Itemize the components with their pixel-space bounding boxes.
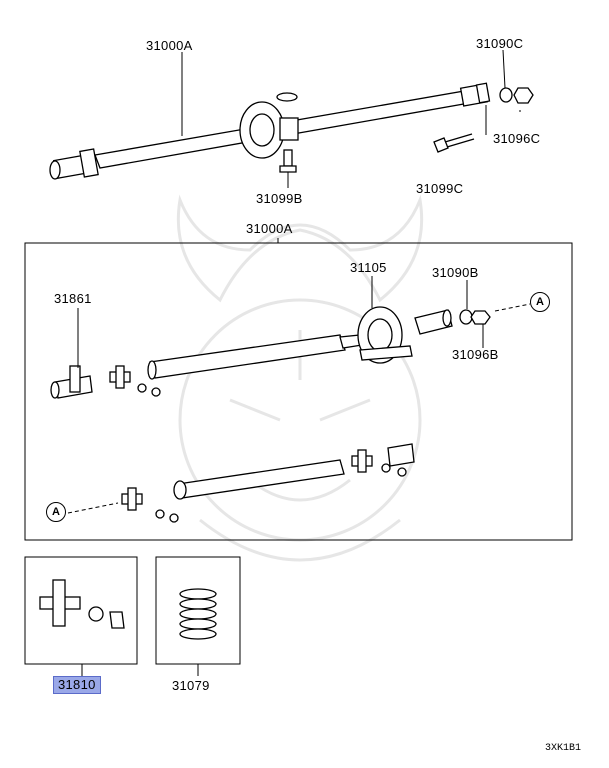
joint-kit-box — [24, 556, 138, 676]
watermark-emblem — [176, 194, 424, 562]
label-31861: 31861 — [54, 291, 92, 306]
label-31090b: 31090B — [432, 265, 479, 280]
spring-box — [155, 556, 241, 676]
label-31105: 31105 — [350, 260, 387, 275]
label-31810-highlighted[interactable]: 31810 — [53, 676, 101, 694]
label-31000a-top: 31000A — [146, 38, 193, 53]
main-box-parts — [50, 306, 491, 523]
callout-a-bottom: A — [46, 502, 66, 522]
label-31099c: 31099C — [416, 181, 464, 196]
label-31079: 31079 — [172, 678, 210, 693]
main-assembly-frame — [24, 238, 573, 541]
label-31099b: 31099B — [256, 191, 303, 206]
label-31000a-box: 31000A — [246, 221, 293, 236]
label-31096b: 31096B — [452, 347, 499, 362]
top-propeller-shaft — [49, 82, 534, 180]
callout-a-top: A — [530, 292, 550, 312]
top-leader-lines — [181, 49, 521, 188]
label-31096c: 31096C — [493, 131, 541, 146]
label-31090c: 31090C — [476, 36, 524, 51]
joint-kit-parts — [39, 579, 125, 629]
spring-stack — [179, 588, 217, 640]
footer-code: 3XK1B1 — [545, 743, 582, 754]
main-leader-lines — [67, 276, 531, 514]
